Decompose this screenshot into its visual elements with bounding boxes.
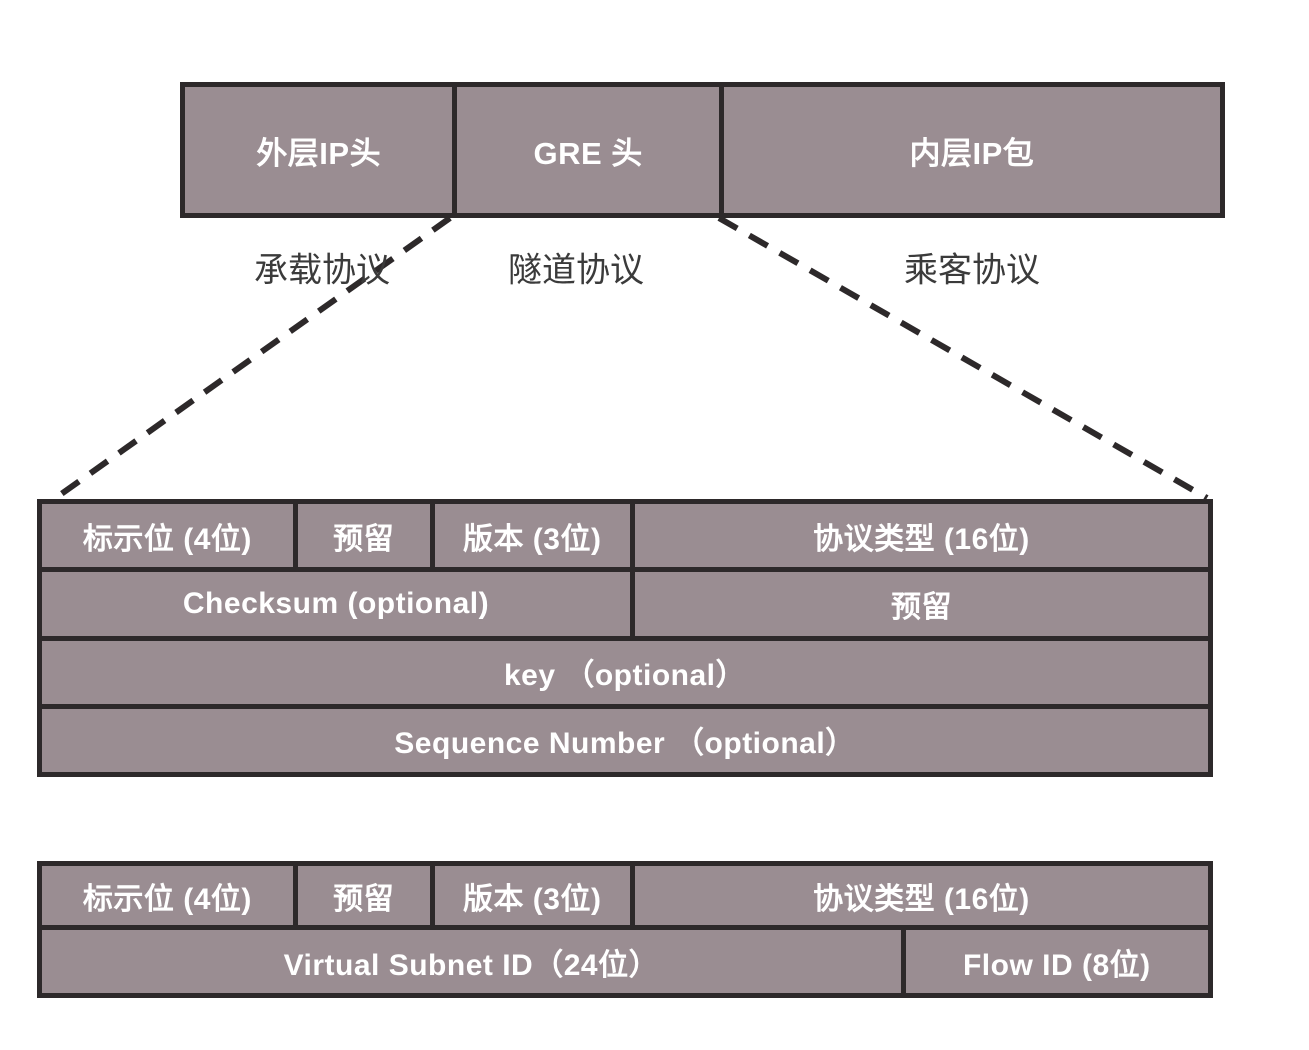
gre-header-cell: GRE 头	[452, 87, 719, 213]
table-row: key （optional）	[42, 635, 1208, 704]
reserved2-cell: 预留	[630, 572, 1208, 636]
tunnel-protocol-label: 隧道协议	[508, 251, 644, 290]
reserved-cell: 预留	[292, 504, 430, 568]
packet-structure-row: 外层IP头 GRE 头 内层IP包	[180, 82, 1225, 218]
table-row: 标示位 (4位) 预留 版本 (3位) 协议类型 (16位)	[42, 866, 1208, 926]
table-row: Virtual Subnet ID（24位） Flow ID (8位)	[42, 925, 1208, 993]
sequence-number-cell: Sequence Number （optional）	[42, 708, 1208, 772]
protocol-type-cell: 协议类型 (16位)	[629, 504, 1208, 568]
version-cell: 版本 (3位)	[429, 866, 630, 926]
flags-cell: 标示位 (4位)	[42, 504, 293, 568]
key-cell: key （optional）	[42, 640, 1208, 704]
table-row: Sequence Number （optional）	[42, 703, 1208, 772]
table-row: Checksum (optional) 预留	[42, 567, 1208, 636]
version-cell: 版本 (3位)	[429, 504, 630, 568]
checksum-cell: Checksum (optional)	[42, 572, 630, 636]
flags-cell: 标示位 (4位)	[42, 866, 293, 926]
gre-header-fields-table: 标示位 (4位) 预留 版本 (3位) 协议类型 (16位) Checksum …	[37, 499, 1213, 777]
protocol-type-cell: 协议类型 (16位)	[629, 866, 1208, 926]
inner-ip-packet-cell: 内层IP包	[718, 87, 1220, 213]
flow-id-cell: Flow ID (8位)	[900, 930, 1208, 993]
outer-ip-header-cell: 外层IP头	[185, 87, 453, 213]
reserved-cell: 预留	[292, 866, 430, 926]
passenger-protocol-label: 乘客协议	[904, 251, 1040, 290]
table-row: 标示位 (4位) 预留 版本 (3位) 协议类型 (16位)	[42, 504, 1208, 568]
nvgre-header-fields-table: 标示位 (4位) 预留 版本 (3位) 协议类型 (16位) Virtual S…	[37, 861, 1213, 998]
carrier-protocol-label: 承载协议	[254, 251, 390, 290]
virtual-subnet-id-cell: Virtual Subnet ID（24位）	[42, 930, 901, 993]
